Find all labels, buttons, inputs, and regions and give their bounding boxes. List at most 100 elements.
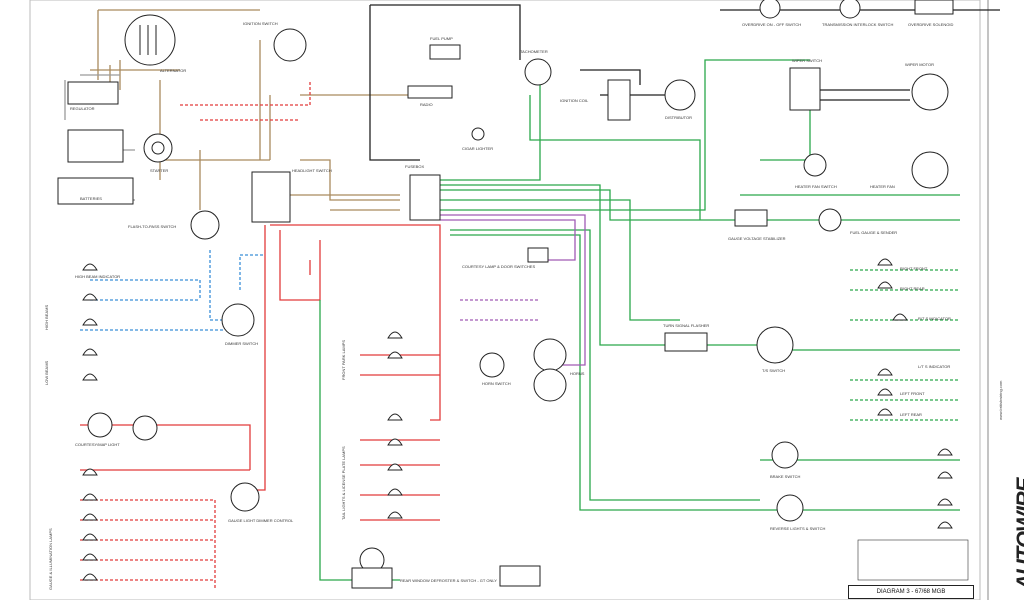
brand-block: AUTOWIRE www.britishwiring.com [990,381,1024,590]
lamp-bulb [82,468,98,476]
distributor-label: DISTRIBUTOR [665,115,692,120]
lamp-bulb [82,573,98,581]
tachometer-label: TACHOMETER [520,49,548,54]
courtesy-map-light-label: COURTESY/MAP LIGHT [75,442,120,447]
courtesy-light-symbol [87,412,113,438]
lamp-bulb [82,263,98,271]
headlight-switch-label: HEADLIGHT SWITCH [292,168,332,173]
lamp-bulb [387,511,403,519]
lamp-bulb [877,258,893,266]
batteries-label: BATTERIES [80,196,102,201]
left-front-label: LEFT FRONT [900,391,925,396]
brand-logo: AUTOWIRE [1012,478,1024,590]
dimmer-switch-label: DIMMER SWITCH [225,341,258,346]
fusebox-symbol [409,174,441,221]
courtesy-lamp-symbol [527,247,549,263]
regulator-label: REGULATOR [70,106,95,111]
wire-purple-courtesy [460,299,540,321]
wire-red-main [255,224,441,491]
wire-green-signals [850,269,960,421]
wire-red-gauge [80,499,216,590]
lamp-bulb [387,413,403,421]
distributor-symbol [664,79,696,111]
starter-label: STARTER [150,168,168,173]
lamp-bulb [387,351,403,359]
alternator-label: ALTERNATOR [160,68,186,73]
ignition-coil-symbol [607,79,631,121]
heater-fan-label: HEATER FAN [870,184,895,189]
turn-signal-flasher-label: TURN SIGNAL FLASHER [663,323,709,328]
lamp-bulb [877,388,893,396]
courtesy-switch-symbol [132,415,158,441]
rear-window-defroster-label: REAR WINDOW DEFROSTER & SWITCH - GT ONLY [400,578,497,583]
right-rear-label: RIGHT REAR [900,286,925,291]
turn-switch-symbol [756,326,794,364]
brake-switch-symbol [771,441,799,469]
transmission-interlock-symbol [839,0,861,19]
lamp-bulb [937,521,953,529]
tail-lamps-label: TAIL LIGHTS & LICENSE PLATE LAMPS [341,446,346,520]
lamp-bulb [877,408,893,416]
radio-symbol [407,85,453,99]
flash-to-pass-label: FLASH-TO-PASS SWITCH [128,224,176,229]
defroster-box-symbol [351,567,393,589]
ignition-switch-symbol [273,28,307,62]
horn-switch-symbol [479,352,505,378]
right-front-label: RIGHT FRONT [900,266,928,271]
lamp-bulb [877,281,893,289]
wiper-motor-label: WIPER MOTOR [905,62,934,67]
horn-switch-label: HORN SWITCH [482,381,511,386]
lamp-bulb [387,438,403,446]
turn-switch-label: T/S SWITCH [762,368,785,373]
front-park-lamps-label: FRONT PARK LAMPS [341,340,346,380]
low-beams-label: LOW BEAMS [44,360,49,385]
high-beam-indicator-label: HIGH BEAM INDICATOR [75,274,120,279]
regulator-symbol [67,81,119,105]
lamp-bulb [82,348,98,356]
fuel-pump-symbol [429,44,461,60]
battery-2-symbol [57,177,134,205]
fuel-gauge-sender-label: FUEL GAUGE & SENDER [850,230,897,235]
lamp-bulb [877,368,893,376]
transmission-interlock-label: TRANSMISSION INTERLOCK SWITCH [822,22,893,27]
horns-label: HORNS [570,371,585,376]
lamp-bulb [892,313,908,321]
wire-red-top [180,80,311,121]
gauge-lamps-label: GAUGE & ILLUMINATION LAMPS [48,528,53,590]
fusebox-label: FUSEBOX [405,164,424,169]
heater-fan-switch-label: HEATER FAN SWITCH [795,184,837,189]
wiper-motor-symbol [911,73,949,111]
wire-purple [440,214,586,366]
wire-group [64,4,1000,590]
courtesy-lamp-switches-label: COURTESY LAMP & DOOR SWITCHES [462,264,535,269]
lamp-bulb [387,488,403,496]
headlight-switch-symbol [251,171,291,223]
tachometer-symbol [524,58,552,86]
high-beams-label: HIGH BEAMS [44,305,49,330]
right-indicator-label: R/T S INDICATOR [918,316,951,321]
lamp-bulb [82,373,98,381]
heater-fan-symbol [911,151,949,189]
lamp-bulb [387,331,403,339]
bulb-group [82,258,953,581]
lamp-bulb [82,533,98,541]
reverse-lights-label: REVERSE LIGHTS & SWITCH [770,526,825,531]
lamp-bulb [82,318,98,326]
overdrive-solenoid-symbol [914,0,954,15]
flasher-symbol [664,332,708,352]
radio-label: RADIO [420,102,433,107]
lamp-bulb [937,498,953,506]
brand-url: www.britishwiring.com [998,380,1003,420]
wire-green-main [440,59,810,511]
lamp-bulb [82,513,98,521]
cigar-lighter-symbol [471,127,485,141]
left-rear-label: LEFT REAR [900,412,922,417]
reverse-switch-symbol [776,494,804,522]
fuel-pump-label: FUEL PUMP [430,36,453,41]
overdrive-onoff-label: OVERDRIVE ON - OFF SWITCH [742,22,801,27]
horn-2-symbol [533,368,567,402]
battery-1-symbol [67,129,124,163]
alternator-symbol [124,14,176,66]
fuel-gauge-symbol [818,208,842,232]
defroster-element-symbol [499,565,541,587]
